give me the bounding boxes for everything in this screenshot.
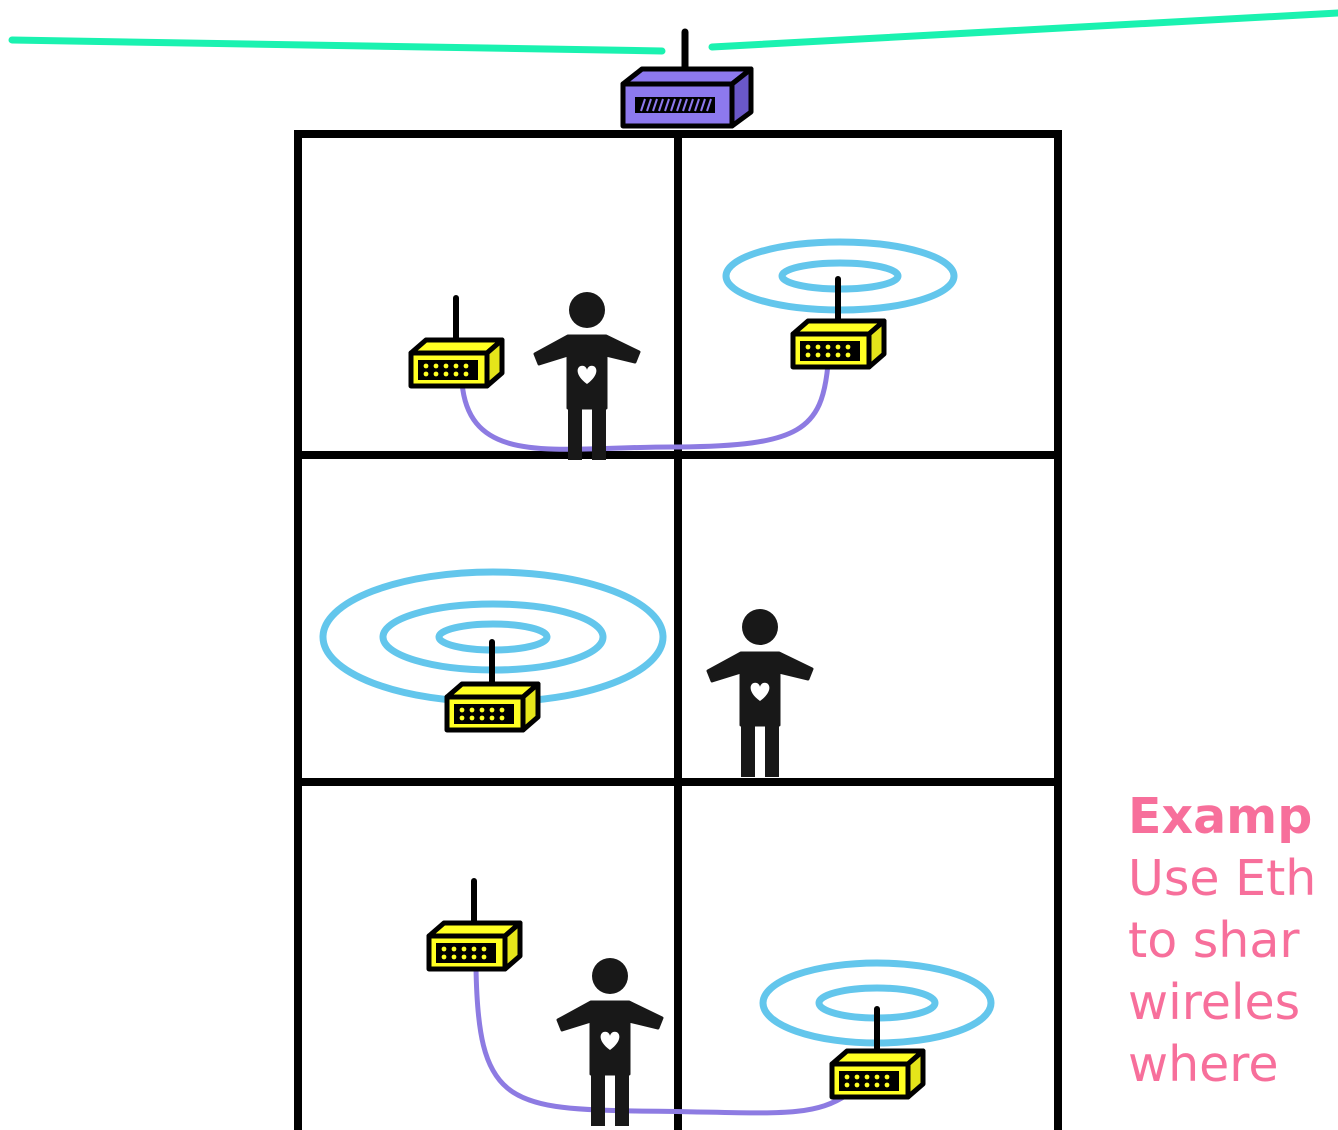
caption-line-1: Use Eth [1128,850,1317,907]
extender-icon [832,1009,923,1097]
extender-icon [429,881,520,969]
caption-heading: Examp [1128,788,1313,845]
extender-icon [793,279,884,367]
person-icon [533,290,641,462]
ethernet-cable [473,966,850,1116]
uplink-line-left [8,36,666,55]
house-floor-plan [294,130,1062,1130]
caption: Examp Use Eth to shar wireles where [1128,786,1316,1096]
person-icon [556,956,664,1128]
caption-line-3: wireles [1128,974,1301,1031]
extender-icon [447,642,538,730]
caption-line-4: where [1128,1036,1279,1093]
ethernet-cable [459,363,831,452]
uplink-line-right [708,9,1338,51]
extender-icon [411,298,502,386]
caption-line-2: to shar [1128,912,1300,969]
person-icon [706,607,814,779]
